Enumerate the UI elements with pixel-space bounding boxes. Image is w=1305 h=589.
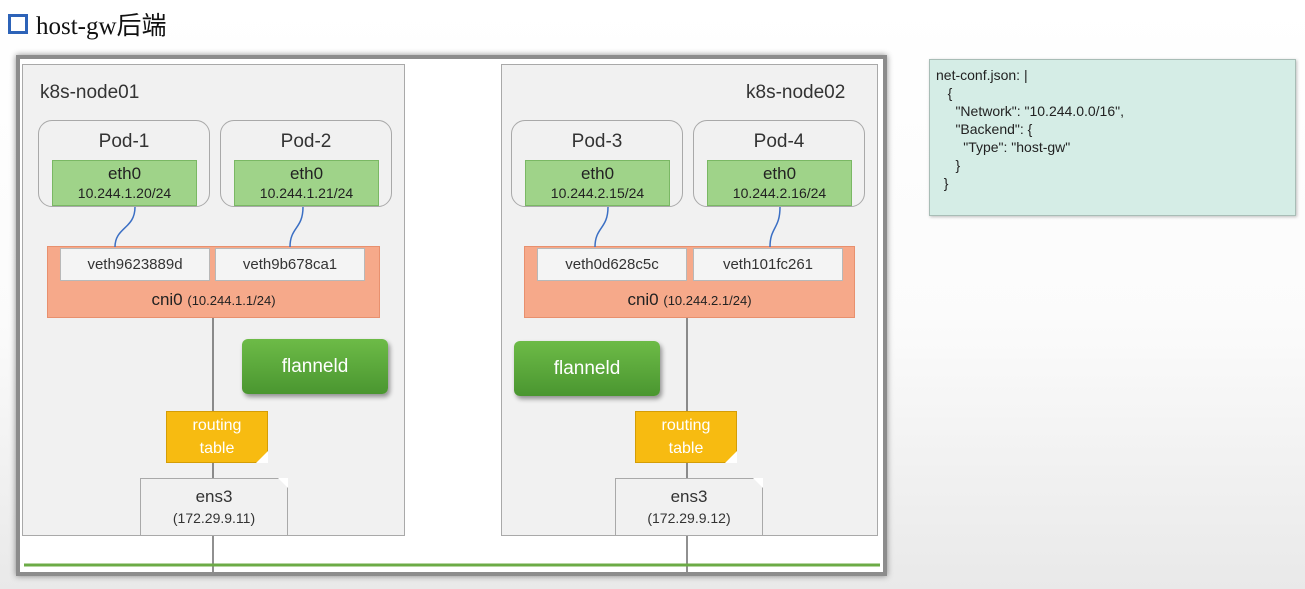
- cni0-name-node-01: cni0: [151, 290, 183, 309]
- cni0-label-node-01: cni0 (10.244.1.1/24): [48, 290, 379, 310]
- link-pod1-veth: [114, 206, 136, 248]
- cni0-ip-node-01: (10.244.1.1/24): [187, 293, 276, 308]
- pod-1-label: Pod-1: [98, 131, 150, 152]
- veth-node02-a: veth0d628c5c: [537, 248, 687, 281]
- routing-line2-node-01: table: [199, 440, 235, 457]
- ens3-ip-node-02: (172.29.9.12): [647, 510, 731, 526]
- slide-header: host-gw后端: [8, 8, 167, 40]
- config-line: }: [936, 157, 961, 173]
- pod-3-eth-ip: 10.244.2.15/24: [550, 185, 645, 201]
- pod-1-eth-ip: 10.244.1.20/24: [77, 185, 172, 201]
- cni0-ip-node-02: (10.244.2.1/24): [663, 293, 752, 308]
- ens3-name-node-01: ens3: [195, 487, 233, 506]
- flanneld-node-02: flanneld: [514, 341, 660, 396]
- routing-line1-node-01: routing: [192, 417, 242, 434]
- connector-lines: [24, 206, 880, 572]
- pod-4-eth0: eth0 10.244.2.16/24: [707, 160, 852, 206]
- pod-3-eth-name: eth0: [580, 164, 615, 183]
- config-line: {: [936, 85, 953, 101]
- routing-table-node-01: routing table: [166, 411, 268, 463]
- pod-2-label: Pod-2: [280, 131, 332, 152]
- pod-2-box: Pod-2 eth0 10.244.1.21/24: [220, 120, 392, 207]
- pod-4-box: Pod-4 eth0 10.244.2.16/24: [693, 120, 865, 207]
- link-pod2-veth: [289, 206, 304, 248]
- ens3-node-01: ens3 (172.29.9.11): [140, 478, 288, 536]
- pod-2-eth-name: eth0: [289, 164, 324, 183]
- page-fold-icon: [725, 451, 737, 463]
- config-line: net-conf.json: |: [936, 67, 1028, 83]
- veth-node01-b: veth9b678ca1: [215, 248, 365, 281]
- veth-node01-a: veth9623889d: [60, 248, 210, 281]
- config-line: }: [936, 175, 949, 191]
- cni0-bridge-node-02: veth0d628c5c veth101fc261 cni0 (10.244.2…: [524, 246, 855, 318]
- slide-title: host-gw后端: [36, 13, 167, 40]
- ens3-node-02: ens3 (172.29.9.12): [615, 478, 763, 536]
- flanneld-node-01: flanneld: [242, 339, 388, 394]
- pod-4-label: Pod-4: [753, 131, 805, 152]
- node-01-label: k8s-node01: [40, 82, 140, 103]
- config-line: "Backend": {: [936, 121, 1033, 137]
- pod-1-box: Pod-1 eth0 10.244.1.20/24: [38, 120, 210, 207]
- pod-3-eth0: eth0 10.244.2.15/24: [525, 160, 670, 206]
- cni0-label-node-02: cni0 (10.244.2.1/24): [525, 290, 854, 310]
- ens3-name-node-02: ens3: [670, 487, 708, 506]
- pod-1-eth-name: eth0: [107, 164, 142, 183]
- pod-4-eth-ip: 10.244.2.16/24: [732, 185, 827, 201]
- square-bullet-icon: [8, 14, 28, 34]
- pod-1-eth0: eth0 10.244.1.20/24: [52, 160, 197, 206]
- cni0-name-node-02: cni0: [627, 290, 659, 309]
- routing-table-node-02: routing table: [635, 411, 737, 463]
- pod-2-eth0: eth0 10.244.1.21/24: [234, 160, 379, 206]
- net-conf-note: net-conf.json: | { "Network": "10.244.0.…: [929, 59, 1296, 216]
- routing-line2-node-02: table: [668, 440, 704, 457]
- ens3-ip-node-01: (172.29.9.11): [172, 510, 256, 526]
- corner-cut-icon: [278, 478, 288, 488]
- veth-node02-b: veth101fc261: [693, 248, 843, 281]
- config-line: "Network": "10.244.0.0/16",: [936, 103, 1124, 119]
- pod-2-eth-ip: 10.244.1.21/24: [259, 185, 354, 201]
- config-line: "Type": "host-gw": [936, 139, 1071, 155]
- pod-3-label: Pod-3: [571, 131, 623, 152]
- routing-line1-node-02: routing: [661, 417, 711, 434]
- pod-3-box: Pod-3 eth0 10.244.2.15/24: [511, 120, 683, 207]
- page-fold-icon: [256, 451, 268, 463]
- pod-4-eth-name: eth0: [762, 164, 797, 183]
- network-diagram: k8s-node01 Pod-1 eth0 10.244.1.20/24 Pod…: [16, 55, 887, 576]
- node-02-label: k8s-node02: [746, 82, 846, 103]
- link-pod4-veth: [769, 206, 781, 248]
- cni0-bridge-node-01: veth9623889d veth9b678ca1 cni0 (10.244.1…: [47, 246, 380, 318]
- corner-cut-icon: [753, 478, 763, 488]
- link-pod3-veth: [594, 206, 609, 248]
